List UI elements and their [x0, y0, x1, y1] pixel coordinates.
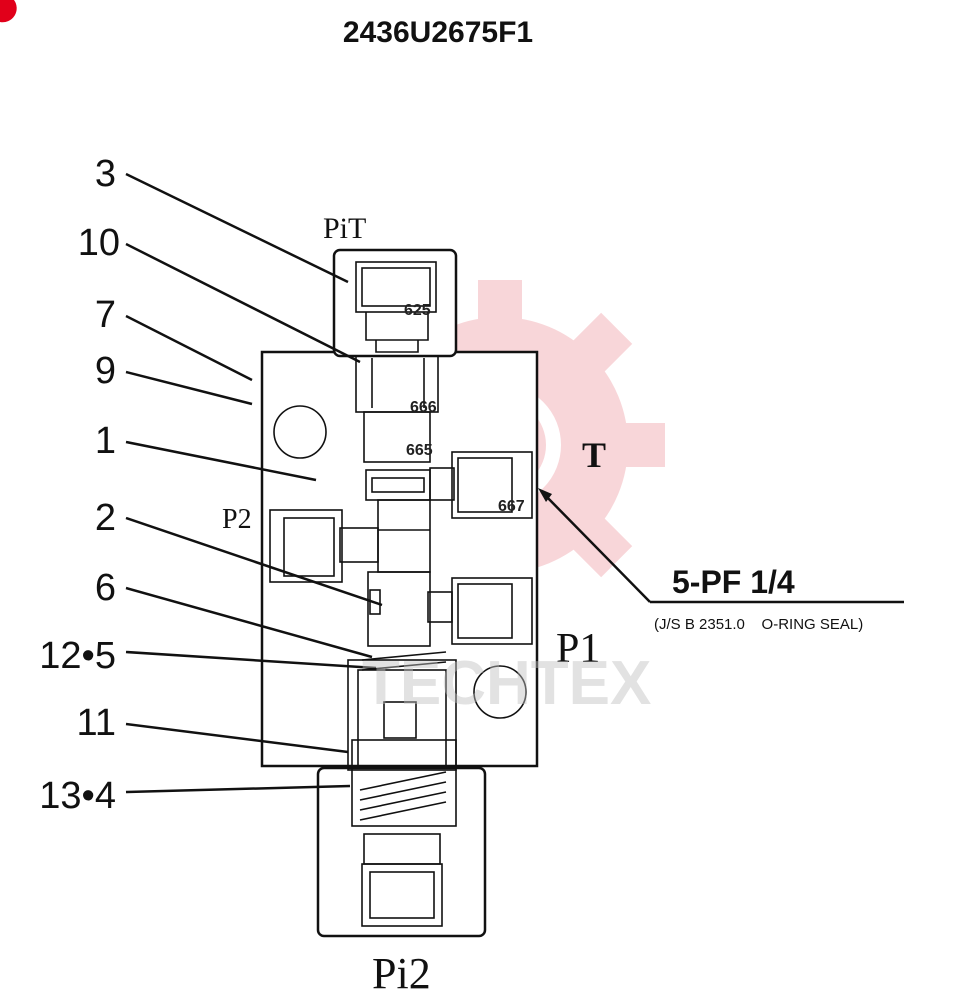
part-number-667: 667 [498, 498, 525, 515]
callout-11: 11 [77, 702, 116, 744]
valve-body [260, 248, 539, 938]
callout-2: 2 [95, 497, 116, 539]
valve-internals [269, 261, 533, 927]
part-number-665: 665 [406, 442, 433, 459]
part-number-666: 666 [410, 399, 437, 416]
callout-1: 1 [95, 420, 116, 462]
callout-6: 6 [95, 567, 116, 609]
port-label-pi2: Pi2 [372, 949, 431, 998]
callout-13-4: 13•4 [39, 775, 116, 817]
callout-12-5: 12•5 [39, 635, 116, 677]
leader-lines [125, 172, 904, 794]
corner-mark [0, 0, 17, 23]
callout-7: 7 [95, 294, 116, 336]
port-label-t: T [582, 435, 606, 475]
part-number-625: 625 [404, 302, 431, 319]
diagram-title: 2436U2675F1 [343, 16, 533, 49]
spec-label: 5-PF 1/4 [672, 564, 795, 600]
port-label-p1: P1 [556, 626, 600, 672]
port-label-pi1: PiT [323, 212, 366, 245]
callout-9: 9 [95, 350, 116, 392]
spec-note: (J/S B 2351.0 O-RING SEAL) [654, 616, 863, 633]
watermark-text: TECHTEX [362, 649, 651, 718]
port-label-p2: P2 [222, 504, 252, 535]
callout-3: 3 [95, 153, 116, 195]
callout-10: 10 [78, 222, 120, 264]
